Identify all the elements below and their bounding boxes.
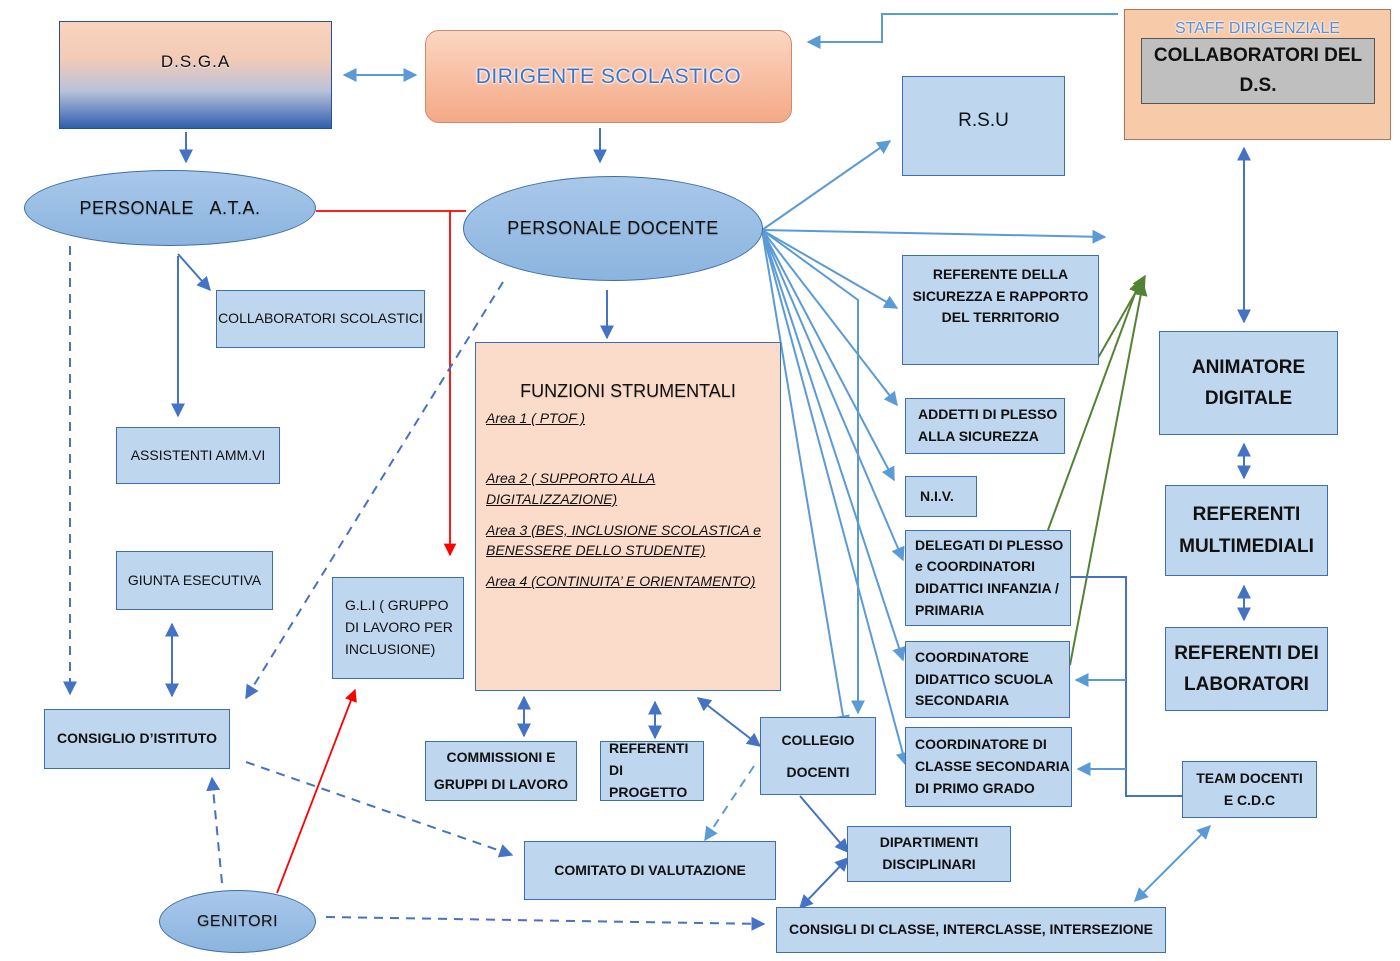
referente-sicurezza-label: REFERENTE DELLA SICUREZZA E RAPPORTO DEL… — [912, 266, 1089, 326]
gli-box: G.L.I ( GRUPPO DI LAVORO PER INCLUSIONE) — [332, 577, 464, 679]
arrow-docente-fan-5 — [761, 229, 895, 482]
dsga-label: D.S.G.A — [160, 52, 231, 71]
arrow-collegio-dipartimenti — [799, 795, 849, 854]
funzioni-area-3: Area 3 (BES, INCLUSIONE SCOLASTICA e BEN… — [486, 521, 761, 559]
referenti-progetto-label: REFERENTI DI PROGETTO — [609, 740, 689, 800]
collegio-label: COLLEGIO DOCENTI — [781, 731, 855, 780]
green-arrow-coord-sec — [1069, 281, 1148, 666]
coordinatore-secondaria-box: COORDINATORE DIDATTICO SCUOLA SECONDARIA — [905, 641, 1070, 718]
green-arrow-delegati — [1047, 278, 1143, 531]
gli-label: G.L.I ( GRUPPO DI LAVORO PER INCLUSIONE) — [345, 597, 453, 657]
consigli-classe-box: CONSIGLI DI CLASSE, INTERCLASSE, INTERSE… — [776, 907, 1166, 953]
coord-classe-label: COORDINATORE DI CLASSE SECONDARIA DI PRI… — [915, 736, 1070, 796]
arrow-collegio-comitato-dashed — [704, 765, 755, 842]
arrow-docente-fan-8 — [761, 229, 910, 767]
comitato-valutazione-box: COMITATO DI VALUTAZIONE — [524, 841, 776, 900]
referenti-multimediali-label: REFERENTI MULTIMEDIALI — [1179, 504, 1314, 557]
giunta-label: GIUNTA ESECUTIVA — [127, 571, 262, 588]
arrow-docente-fan-3 — [761, 229, 899, 309]
personale-ata-label: PERSONALE A.T.A. — [79, 197, 261, 218]
funzioni-area-4: Area 4 (CONTINUITA’ E ORIENTAMENTO) — [486, 573, 756, 590]
consiglio-istituto-label: CONSIGLIO D’ISTITUTO — [57, 730, 217, 747]
coordinatore-classe-box: COORDINATORE DI CLASSE SECONDARIA DI PRI… — [905, 727, 1072, 807]
consigli-classe-label: CONSIGLI DI CLASSE, INTERCLASSE, INTERSE… — [788, 921, 1154, 938]
arrow-docente-fan-2 — [761, 229, 1107, 244]
arrow-docente-fan-7 — [761, 229, 906, 662]
referenti-progetto-box: REFERENTI DI PROGETTO — [600, 740, 704, 801]
staff-title: STAFF DIRIGENZIALE — [1174, 20, 1341, 37]
dirigente-box: DIRIGENTE SCOLASTICO — [425, 30, 792, 123]
referenti-laboratori-label: REFERENTI DEI LABORATORI — [1174, 642, 1319, 695]
addetti-plesso-box: ADDETTI DI PLESSO ALLA SICUREZZA — [905, 398, 1065, 454]
funzioni-area-2: Area 2 ( SUPPORTO ALLA DIGITALIZZAZIONE) — [486, 470, 656, 507]
coord-secondaria-label: COORDINATORE DIDATTICO SCUOLA SECONDARIA — [915, 648, 1053, 709]
arrow-docente-fan-4 — [761, 229, 898, 407]
funzioni-strumentali-box: FUNZIONI STRUMENTALI Area 1 ( PTOF ) Are… — [475, 342, 781, 691]
arrow-genitori-consigli-dashed — [325, 916, 766, 931]
assistenti-label: ASSISTENTI AMM.VI — [130, 446, 266, 463]
rsu-box: R.S.U — [902, 76, 1065, 176]
consiglio-istituto-box: CONSIGLIO D’ISTITUTO — [44, 709, 230, 769]
delegati-plesso-box: DELEGATI DI PLESSO e COORDINATORI DIDATT… — [905, 530, 1071, 626]
funzioni-area-1: Area 1 ( PTOF ) — [486, 410, 586, 426]
referenti-laboratori-box: REFERENTI DEI LABORATORI — [1165, 627, 1328, 711]
dipartimenti-label: DIPARTIMENTI DISCIPLINARI — [879, 834, 979, 872]
dsga-box: D.S.G.A — [59, 21, 332, 129]
arrow-docente-fan-10 — [761, 229, 850, 730]
collegio-docenti-box: COLLEGIO DOCENTI — [760, 717, 876, 795]
arrow-dipartimenti-consigli — [799, 856, 849, 910]
staff-dirigenziale-box: STAFF DIRIGENZIALE COLLABORATORI DEL D.S… — [1124, 9, 1391, 140]
genitori-label: GENITORI — [196, 912, 279, 930]
arrow-docente-fan-1 — [761, 140, 892, 231]
arrow-genitori-consiglio-dashed — [206, 776, 223, 884]
arrow-ata-collaboratori — [177, 253, 211, 292]
niv-label: N.I.V. — [920, 487, 954, 504]
delegati-plesso-label: DELEGATI DI PLESSO e COORDINATORI DIDATT… — [915, 536, 1064, 618]
comitato-label: COMITATO DI VALUTAZIONE — [554, 861, 746, 878]
niv-box: N.I.V. — [905, 476, 977, 517]
collaboratori-scolastici-label: COLLABORATORI SCOLASTICI — [218, 310, 423, 327]
arrow-funzioni-collegio — [696, 697, 762, 747]
genitori-ellipse: GENITORI — [159, 890, 316, 953]
arrow-team-delegati — [1046, 570, 1182, 797]
arrow-docente-consiglio-dashed — [245, 281, 504, 700]
assistenti-box: ASSISTENTI AMM.VI — [116, 427, 280, 484]
funzioni-title: FUNZIONI STRUMENTALI — [520, 381, 736, 401]
collaboratori-scolastici-box: COLLABORATORI SCOLASTICI — [216, 290, 425, 348]
arrow-team-consigli — [1134, 825, 1211, 902]
personale-ata-ellipse: PERSONALE A.T.A. — [24, 170, 316, 246]
collaboratori-ds-box: COLLABORATORI DEL D.S. — [1141, 38, 1375, 104]
arrow-docente-fan-6 — [761, 229, 905, 562]
team-docenti-box: TEAM DOCENTI E C.D.C — [1182, 761, 1317, 818]
animatore-digitale-box: ANIMATORE DIGITALE — [1159, 331, 1338, 435]
personale-docente-label: PERSONALE DOCENTE — [507, 218, 719, 238]
addetti-plesso-label: ADDETTI DI PLESSO ALLA SICUREZZA — [918, 406, 1058, 444]
arrow-staff-dirigente — [806, 13, 1118, 49]
giunta-esecutiva-box: GIUNTA ESECUTIVA — [116, 551, 273, 610]
personale-docente-ellipse: PERSONALE DOCENTE — [463, 176, 763, 281]
arrow-docente-fan-9 — [761, 229, 865, 715]
rsu-label: R.S.U — [958, 110, 1009, 131]
referenti-multimediali-box: REFERENTI MULTIMEDIALI — [1165, 485, 1328, 576]
dirigente-label: DIRIGENTE SCOLASTICO — [475, 64, 742, 88]
team-docenti-label: TEAM DOCENTI E C.D.C — [1196, 769, 1303, 808]
commissioni-label: COMMISSIONI E GRUPPI DI LAVORO — [433, 749, 569, 792]
animatore-label: ANIMATORE DIGITALE — [1191, 356, 1306, 409]
dipartimenti-box: DIPARTIMENTI DISCIPLINARI — [847, 826, 1011, 882]
referente-sicurezza-box: REFERENTE DELLA SICUREZZA E RAPPORTO DEL… — [902, 255, 1099, 365]
red-arrow-genitori-gli — [276, 688, 357, 894]
commissioni-box: COMMISSIONI E GRUPPI DI LAVORO — [425, 741, 577, 801]
